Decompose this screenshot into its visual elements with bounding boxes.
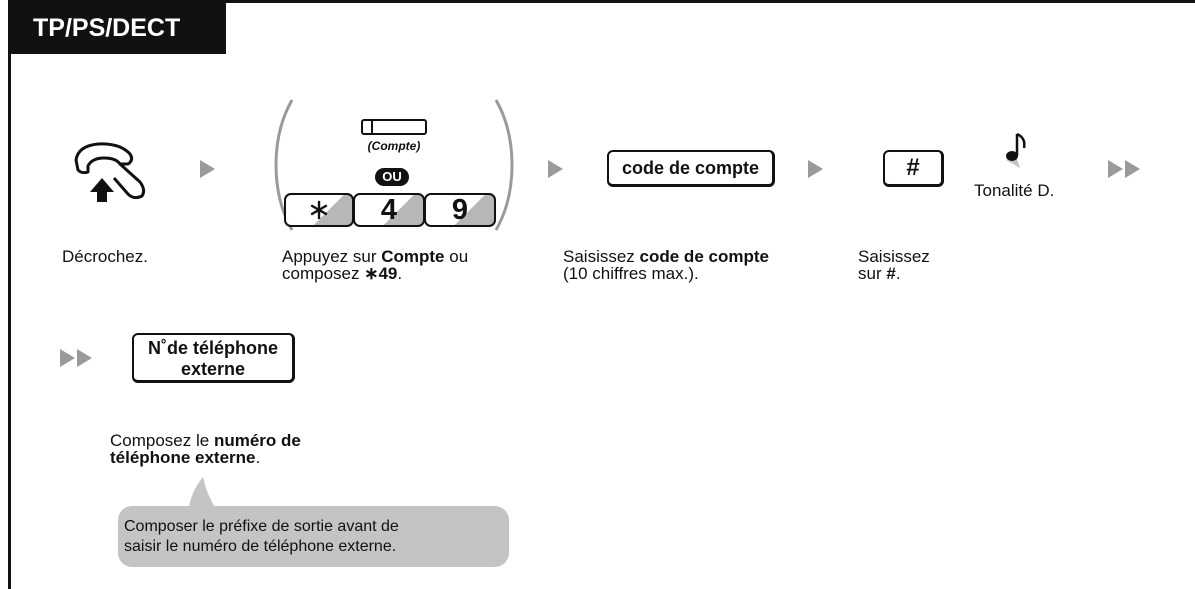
hash-key: # [883,150,944,187]
hash-caption: Saisissez sur #. [858,247,930,283]
handset-offhook-icon [74,142,146,202]
tone-label: Tonalité D. [974,181,1055,200]
key-4: 4 [353,193,425,227]
external-caption: Composez le numéro de téléphone externe. [110,431,301,467]
flow-arrow-icon [808,160,823,178]
continue-arrow-icon [60,349,92,367]
account-code-box: code de compte [607,150,775,187]
frame-left-border [8,0,11,589]
account-code-caption: Saisissez code de compte (10 chiffres ma… [563,247,769,283]
offhook-caption: Décrochez. [62,247,148,266]
account-caption: Appuyez sur Compte ou composez ∗49. [282,247,469,283]
parenthesis-left-icon [274,99,294,231]
continue-arrow-icon [1108,160,1140,178]
star-key: ∗ [284,193,354,227]
key-9: 9 [424,193,496,227]
flow-arrow-icon [548,160,563,178]
section-title: TP/PS/DECT [8,0,226,54]
account-button-label: (Compte) [367,139,421,153]
frame-top-border [8,0,1195,3]
flow-arrow-icon [200,160,215,178]
or-badge: OU [375,168,409,186]
account-button-icon [361,119,427,135]
music-note-icon [1006,132,1026,168]
parenthesis-right-icon [494,99,514,231]
